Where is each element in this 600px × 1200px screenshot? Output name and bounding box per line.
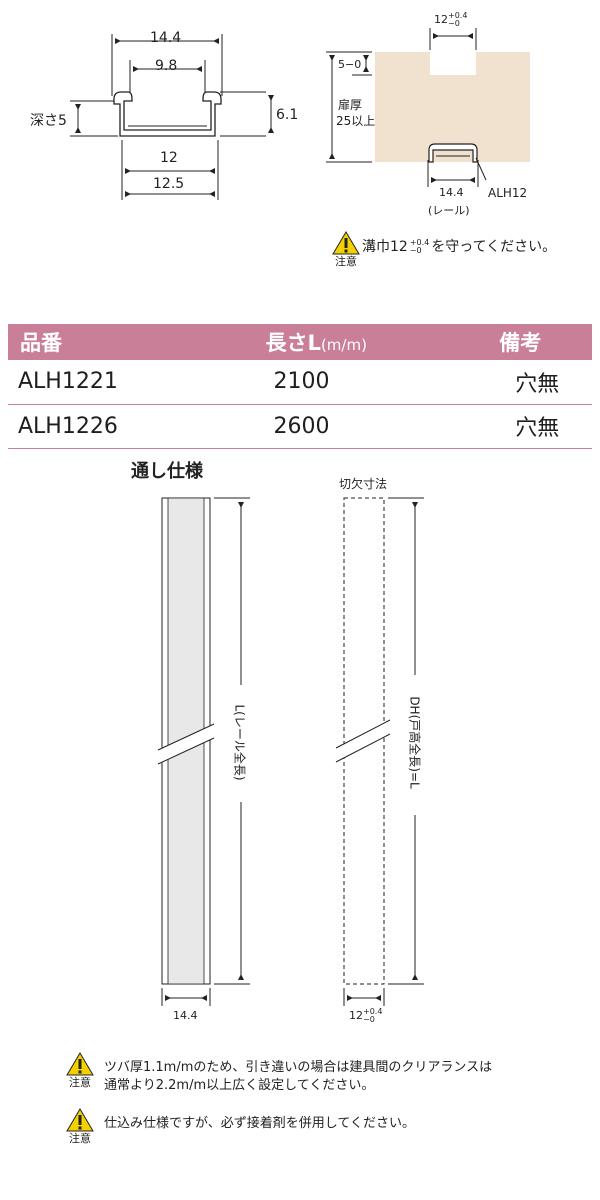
rail-width-label: 14.4 — [439, 186, 464, 199]
caution-note-1: 注意 — [60, 1052, 100, 1090]
cell-note: 穴無 — [419, 404, 592, 449]
header-code: 品番 — [8, 324, 144, 360]
cell-code: ALH1226 — [8, 404, 144, 449]
cut-bottom-sub: −0 — [363, 1015, 375, 1024]
caution-top: 注意 — [326, 231, 366, 269]
dim-outer-width: 14.4 — [150, 30, 182, 46]
caution-text-b: を守ってください。 — [431, 239, 557, 255]
dim-inner-width: 9.8 — [155, 58, 178, 74]
groove-sup: +0.4 — [448, 11, 468, 20]
door-height-label: DH(戸高全長)=L — [407, 696, 422, 789]
warning-icon — [66, 1108, 94, 1132]
cut-bottom-value: 12 — [349, 1009, 363, 1022]
note-1-line1: ツバ厚1.1m/mのため、引き違いの場合は建具間のクリアランスは — [104, 1060, 493, 1075]
offset-label: 5−0 — [338, 58, 362, 71]
cut-bottom-sup: +0.4 — [363, 1007, 383, 1016]
caution-text-a: 溝巾12 — [362, 239, 408, 255]
caution-note-2: 注意 — [60, 1108, 100, 1146]
caution-badge: 注意 — [69, 1132, 91, 1145]
caution-top-text: 溝巾12+0.4−0 を守ってください。 — [362, 236, 556, 256]
cell-code: ALH1221 — [8, 360, 144, 405]
note-2-text: 仕込み仕様ですが、必ず接着剤を併用してください。 — [104, 1115, 415, 1133]
rail-paren-label: (レール) — [428, 204, 470, 217]
groove-width-value: 12 — [434, 13, 448, 26]
table-header-row: 品番 長さL(m/m) 備考 — [8, 324, 592, 360]
spec-table: 品番 長さL(m/m) 備考 ALH1221 2100 穴無 ALH1226 2… — [8, 324, 592, 449]
table-row: ALH1226 2600 穴無 — [8, 404, 592, 449]
dim-depth: 深さ5 — [30, 113, 67, 129]
dim-height: 6.1 — [276, 107, 299, 123]
section-title: 通し仕様 — [131, 461, 203, 482]
header-length-text: 長さL — [265, 331, 321, 355]
rail-model-label: ALH12 — [488, 186, 528, 200]
cut-bottom-width: 12+0.4−0 — [349, 1008, 382, 1024]
profile-diagram — [70, 34, 274, 200]
thickness-line2: 25以上 — [336, 114, 376, 128]
header-length-unit: (m/m) — [320, 336, 367, 354]
note-1-text: ツバ厚1.1m/mのため、引き違いの場合は建具間のクリアランスは 通常より2.2… — [104, 1059, 492, 1095]
note-1-line2: 通常より2.2m/m以上広く設定してください。 — [104, 1078, 375, 1093]
warning-icon — [66, 1052, 94, 1076]
cutout-title: 切欠寸法 — [339, 477, 388, 491]
header-note: 備考 — [419, 324, 592, 360]
rail-bottom-width: 14.4 — [173, 1009, 198, 1022]
note-2-line1: 仕込み仕様ですが、必ず接着剤を併用してください。 — [104, 1116, 415, 1131]
cell-length: 2100 — [143, 360, 420, 405]
caution-badge: 注意 — [335, 255, 357, 268]
rail-elevation-diagram — [157, 497, 424, 1006]
cell-length: 2600 — [143, 404, 420, 449]
dim-base-inner: 12 — [160, 150, 178, 166]
groove-width-label: 12+0.4−0 — [434, 12, 467, 28]
header-length: 長さL(m/m) — [143, 324, 420, 360]
caution-sup: +0.4 — [409, 238, 430, 247]
cell-note: 穴無 — [419, 360, 592, 405]
warning-icon — [332, 231, 360, 255]
thickness-line1: 扉厚 — [338, 98, 363, 112]
door-diagram — [326, 28, 530, 187]
groove-sub: −0 — [448, 19, 460, 28]
caution-sub: −0 — [409, 246, 422, 255]
caution-badge: 注意 — [69, 1076, 91, 1089]
table-row: ALH1221 2100 穴無 — [8, 360, 592, 405]
dim-base-outer: 12.5 — [153, 176, 185, 192]
rail-length-label: L(レール全長) — [232, 704, 247, 781]
